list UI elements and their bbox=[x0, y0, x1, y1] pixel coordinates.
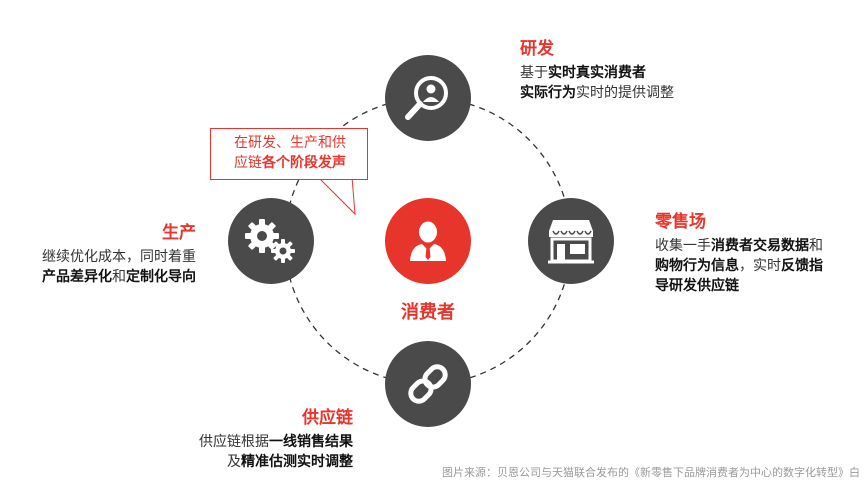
research-line1-b: 实时真实消费者 bbox=[548, 65, 646, 81]
retail-line1-a: 收集一手 bbox=[655, 238, 711, 254]
supply-line1-a: 供应链根据 bbox=[199, 434, 269, 450]
research-line2-a: 实际行为 bbox=[520, 85, 576, 101]
research-line1-a: 基于 bbox=[520, 65, 548, 81]
retail-line3-a: 导研发供应链 bbox=[655, 278, 739, 294]
person-icon bbox=[410, 221, 446, 261]
retail-title: 零售场 bbox=[655, 212, 706, 232]
center-label: 消费者 bbox=[401, 302, 455, 323]
production-line1-a: 继续优化成本，同时着重 bbox=[42, 249, 196, 265]
node-supply bbox=[385, 341, 471, 427]
magnifier-person-icon bbox=[405, 76, 448, 120]
retail-line2-b: ，实时 bbox=[739, 258, 781, 274]
supply-line2-b: 精准估测实时调整 bbox=[241, 454, 353, 470]
production-line2-c: 定制化导向 bbox=[126, 269, 196, 285]
retail-block: 零售场 收集一手消费者交易数据和 购物行为信息，实时反馈指 导研发供应链 bbox=[655, 207, 823, 296]
production-title: 生产 bbox=[162, 223, 196, 243]
supply-title: 供应链 bbox=[302, 408, 353, 428]
callout-line2-bold: 各个阶段发声 bbox=[262, 155, 346, 171]
retail-line1-c: 和 bbox=[809, 238, 823, 254]
node-consumer bbox=[385, 198, 471, 284]
callout-box bbox=[210, 128, 368, 180]
source-note: 图片来源：贝恩公司与天猫联合发布的《新零售下品牌消费者为中心的数字化转型》白 bbox=[442, 466, 860, 479]
gears-icon bbox=[245, 219, 295, 263]
storefront-icon bbox=[548, 220, 594, 264]
supply-line1-b: 一线销售结果 bbox=[269, 434, 353, 450]
production-desc: 继续优化成本，同时着重 产品差异化和定制化导向 bbox=[21, 247, 196, 287]
research-title: 研发 bbox=[520, 39, 554, 59]
production-line2-b: 和 bbox=[112, 269, 126, 285]
production-line2-a: 产品差异化 bbox=[42, 269, 112, 285]
retail-line2-c: 反馈指 bbox=[781, 258, 823, 274]
chain-link-icon bbox=[408, 364, 448, 404]
node-retail bbox=[528, 198, 614, 284]
research-block: 研发 基于实时真实消费者 实际行为实时的提供调整 bbox=[520, 34, 674, 103]
callout-text: 在研发、生产和供 应链各个阶段发声 bbox=[220, 133, 360, 173]
production-block: 生产 继续优化成本，同时着重 产品差异化和定制化导向 bbox=[21, 218, 196, 287]
callout-line2-normal: 应链 bbox=[234, 155, 262, 171]
retail-line2-a: 购物行为信息 bbox=[655, 258, 739, 274]
research-line2-b: 实时的提供调整 bbox=[576, 85, 674, 101]
retail-line1-b: 消费者交易数据 bbox=[711, 238, 809, 254]
node-production bbox=[228, 198, 314, 284]
supply-block: 供应链 供应链根据一线销售结果 及精准估测实时调整 bbox=[178, 403, 353, 472]
research-desc: 基于实时真实消费者 实际行为实时的提供调整 bbox=[520, 63, 674, 103]
supply-desc: 供应链根据一线销售结果 及精准估测实时调整 bbox=[178, 432, 353, 472]
retail-desc: 收集一手消费者交易数据和 购物行为信息，实时反馈指 导研发供应链 bbox=[655, 236, 823, 296]
node-research bbox=[385, 55, 471, 141]
callout-line1: 在研发、生产和供 bbox=[234, 135, 346, 151]
supply-line2-a: 及 bbox=[227, 454, 241, 470]
